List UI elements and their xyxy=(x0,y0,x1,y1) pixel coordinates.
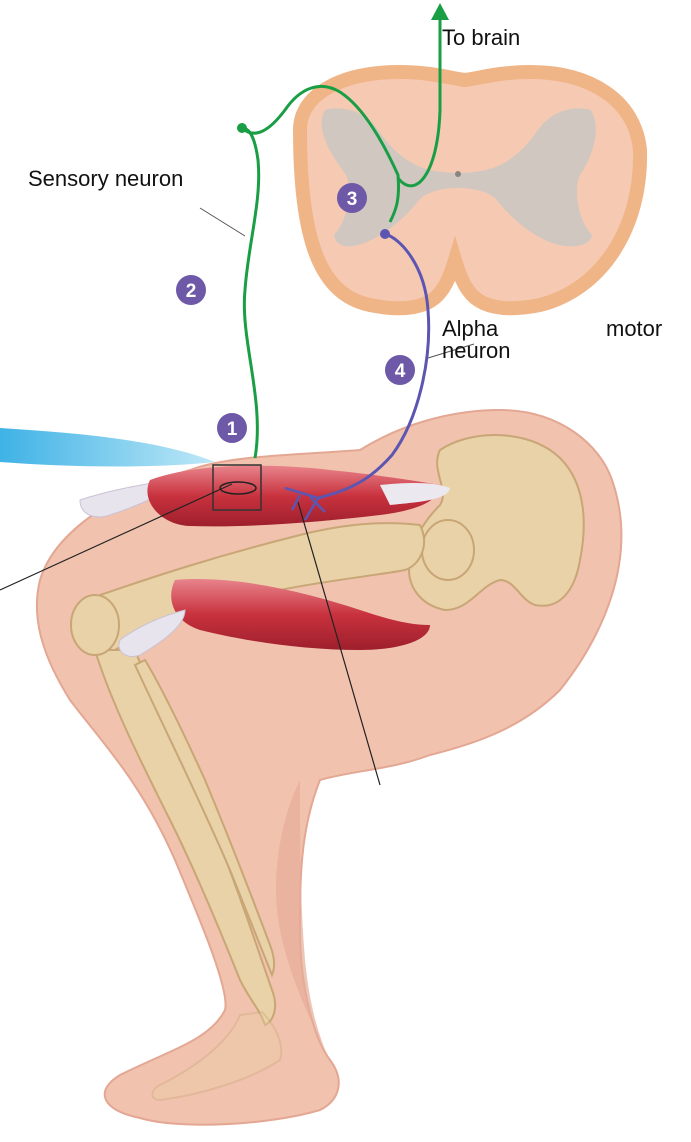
label-motor: motor xyxy=(606,316,662,341)
step-number-4: 4 xyxy=(395,361,406,382)
sensory-cell-body xyxy=(237,123,247,133)
stimulus-tap xyxy=(0,428,215,467)
sensory-axon-peripheral xyxy=(242,128,259,458)
label-sensory-neuron: Sensory neuron xyxy=(28,166,183,191)
step-number-2: 2 xyxy=(186,281,197,302)
label-to-brain: To brain xyxy=(442,25,520,50)
label-neuron: neuron xyxy=(442,338,511,363)
kneecap xyxy=(71,595,119,655)
step-badge-4: 4 xyxy=(385,355,415,385)
central-canal xyxy=(455,171,461,177)
pointer-sensory xyxy=(200,208,245,236)
step-number-3: 3 xyxy=(347,189,358,210)
femur-head xyxy=(422,520,474,580)
to-brain-arrowhead xyxy=(431,3,449,20)
step-badge-2: 2 xyxy=(176,275,206,305)
step-number-1: 1 xyxy=(227,419,238,440)
step-badge-1: 1 xyxy=(217,413,247,443)
step-badge-3: 3 xyxy=(337,183,367,213)
motor-cell-body xyxy=(380,229,390,239)
